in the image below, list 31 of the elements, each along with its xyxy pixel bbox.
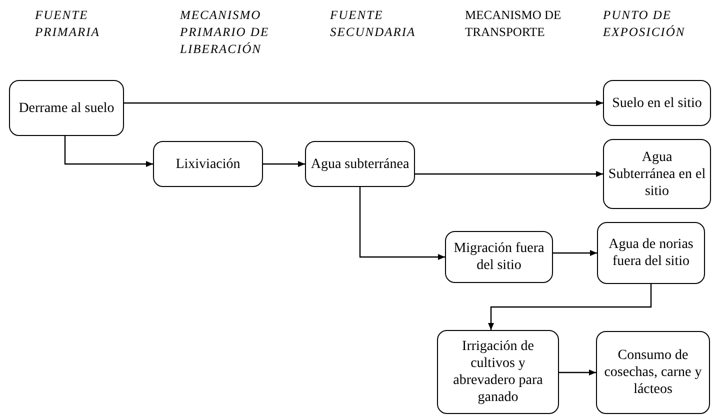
box-text: Derrame al suelo bbox=[18, 100, 114, 116]
arrow bbox=[488, 284, 652, 330]
arrow bbox=[64, 136, 153, 167]
arrow bbox=[415, 171, 603, 177]
column-heading: MECANISMO PRIMARIO DE LIBERACIÓN bbox=[180, 7, 270, 58]
arrow bbox=[359, 187, 445, 260]
process-box bbox=[445, 231, 553, 283]
box-text: Consumo de cosechas, carne y lácteos bbox=[603, 347, 703, 398]
column-heading: FUENTE SECUNDARIA bbox=[330, 7, 417, 41]
process-box bbox=[305, 141, 415, 187]
process-box bbox=[596, 331, 710, 414]
box-text: Irrigación de cultivos y abrevadero para ganado bbox=[452, 338, 544, 406]
box-text: Agua subterránea bbox=[310, 156, 410, 172]
process-box bbox=[153, 141, 263, 187]
arrow bbox=[559, 370, 596, 376]
box-text: Agua Subterránea en el sitio bbox=[608, 148, 706, 200]
arrow bbox=[124, 100, 603, 106]
column-heading: MECANISMO DE TRANSPORTE bbox=[465, 7, 562, 41]
process-box bbox=[437, 330, 559, 414]
process-box bbox=[597, 222, 705, 284]
box-text: Agua de norias fuera del sitio bbox=[608, 236, 694, 270]
column-heading: PUNTO DE EXPOSICIÓN bbox=[603, 7, 686, 41]
process-box bbox=[603, 80, 711, 126]
process-box bbox=[9, 80, 124, 136]
box-text: Lixiviación bbox=[176, 156, 240, 172]
arrow bbox=[553, 250, 597, 256]
column-heading: FUENTE PRIMARIA bbox=[35, 7, 101, 41]
box-text: Migración fuera del sitio bbox=[452, 240, 546, 274]
arrow bbox=[263, 161, 305, 167]
box-text: Suelo en el sitio bbox=[612, 94, 702, 112]
process-box bbox=[603, 139, 711, 209]
